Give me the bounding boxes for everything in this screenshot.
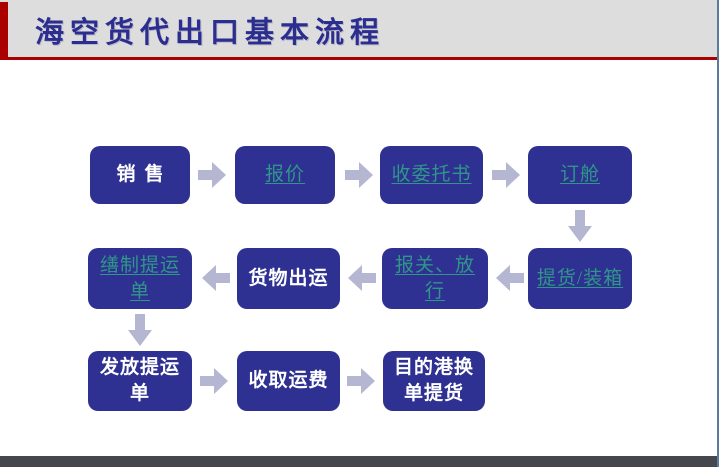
flow-step-label: 目的港换 [393,357,474,378]
flow-step-link-label: 单 [129,280,150,302]
title-underline-rule [0,57,719,60]
flow-step-link-label: 报关、放 [394,254,475,276]
flow-step-label: 收取运费 [248,370,329,391]
flow-step-label: 单提货 [403,383,464,404]
right-arrow-icon [492,161,520,189]
flow-step-label: 销售 [116,164,173,185]
down-arrow-icon [127,314,153,346]
right-arrow-icon [347,367,375,395]
flow-step-link-label: 缮制提运 [99,254,180,276]
bottom-bar [0,456,719,467]
down-arrow-icon [567,210,593,242]
flow-step-sales: 销售 [90,146,190,204]
flow-step-pickup-loading[interactable]: 提货/装箱 [528,248,632,309]
left-arrow-icon [202,264,230,292]
flow-step-prepare-bill-of-lading[interactable]: 缮制提运单 [88,248,192,309]
flow-step-link-label: 订舱 [559,164,600,185]
right-arrow-icon [345,161,373,189]
flow-step-label: 货物出运 [248,267,329,289]
flow-step-customs-declare-release[interactable]: 报关、放行 [382,248,488,309]
slide-title: 海空货代出口基本流程 [35,17,386,49]
flow-step-quotation[interactable]: 报价 [235,146,335,204]
right-edge-border [717,0,719,467]
flow-step-link-label: 收委托书 [391,164,472,185]
flow-step-link-label: 提货/装箱 [536,267,624,289]
flowchart: 销售 报价 收委托书 订舱 提货/装箱 报关、 [0,60,719,456]
left-red-accent-bar [0,2,8,57]
flow-step-booking-space[interactable]: 订舱 [528,146,632,204]
flow-step-link-label: 行 [424,280,445,302]
right-arrow-icon [198,161,226,189]
flow-step-receive-booking-letter[interactable]: 收委托书 [380,146,483,204]
flow-step-destination-port-exchange: 目的港换单提货 [383,351,485,411]
flow-step-link-label: 报价 [264,164,305,185]
title-bar: 海空货代出口基本流程 [0,0,719,57]
flow-step-cargo-shipment: 货物出运 [237,248,340,309]
right-arrow-icon [200,367,228,395]
flow-step-issue-bill-of-lading: 发放提运单 [88,351,192,411]
flow-step-collect-freight: 收取运费 [237,351,340,411]
left-arrow-icon [348,264,376,292]
left-arrow-icon [496,264,524,292]
flow-step-label: 发放提运 [99,357,180,378]
flow-step-label: 单 [129,383,150,404]
